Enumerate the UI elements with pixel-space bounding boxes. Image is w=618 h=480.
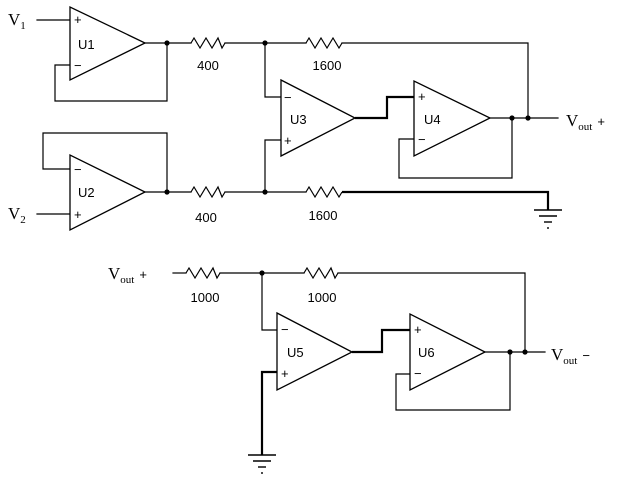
opamp-u5: − + U5 [276,311,354,392]
junction-node-a [262,40,268,46]
opamp-u3-label: U3 [290,112,307,127]
resistor-r5-value: 1000 [191,290,220,305]
opamp-u1: + − U1 [69,5,147,82]
junction-vout-pos [525,115,531,121]
opamp-u2: − + U2 [69,153,147,232]
resistor-r2 [305,36,343,50]
opamp-u4-label: U4 [424,112,441,127]
opamp-u1-plus: + [74,12,82,27]
junction-vout-neg [522,349,528,355]
resistor-r4 [305,185,343,199]
resistor-r6-value: 1000 [308,290,337,305]
wires-lower [172,272,546,455]
output-label-vout-pos: Vout+ [566,111,605,133]
resistor-r3-value: 400 [195,210,217,225]
opamp-u3-minus: − [284,90,292,105]
junction-node-b [262,189,268,195]
opamp-u4-minus: − [418,132,426,147]
opamp-u1-label: U1 [78,37,95,52]
opamp-u4: + − U4 [413,79,492,158]
output-label-vout-neg: Vout− [551,345,590,367]
input-label-v2: V2 [8,204,26,226]
input-label-v1: V1 [8,10,26,32]
opamp-u5-minus: − [281,322,289,337]
opamp-u1-minus: − [74,58,82,73]
junction-u1-out [164,40,170,46]
opamp-u6: + − U6 [409,312,487,392]
opamp-u6-plus: + [414,322,422,337]
resistor-r5 [185,266,221,280]
opamp-u5-label: U5 [287,345,304,360]
opamp-u4-plus: + [418,89,426,104]
junction-u4-feedback [509,115,515,121]
input-label-vout-pos-lower: Vout+ [108,264,147,286]
resistor-r2-value: 1600 [313,58,342,73]
ground-symbol-lower [248,454,276,474]
opamp-u6-minus: − [414,366,422,381]
opamp-u2-plus: + [74,207,82,222]
opamp-u3: − + U3 [280,78,357,158]
opamp-u6-label: U6 [418,345,435,360]
resistor-r4-value: 1600 [309,208,338,223]
opamp-u2-minus: − [74,162,82,177]
junction-node-c [259,270,265,276]
opamp-u3-plus: + [284,133,292,148]
junction-u2-out [164,189,170,195]
ground-symbol-upper [534,209,562,229]
opamp-u2-label: U2 [78,185,95,200]
opamp-u5-plus: + [281,366,289,381]
resistor-r1 [190,36,226,50]
resistor-r1-value: 400 [197,58,219,73]
resistor-r6 [303,266,339,280]
junction-u6-feedback [507,349,513,355]
resistor-r3 [190,185,226,199]
